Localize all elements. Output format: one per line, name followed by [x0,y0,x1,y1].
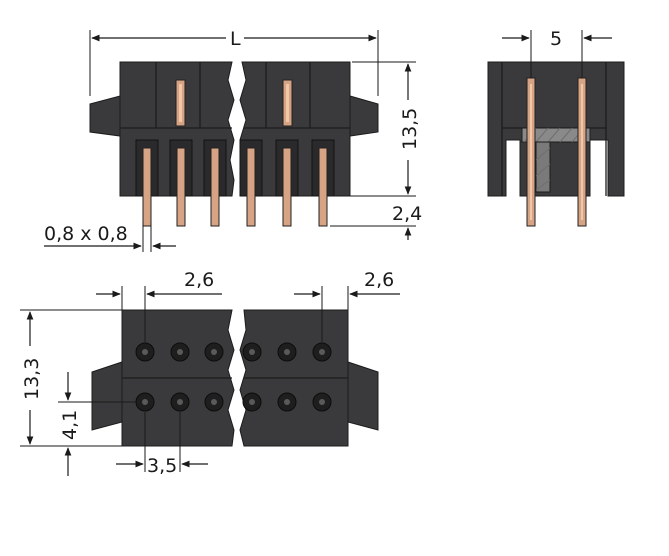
dim-row-pitch: 3,5 [147,455,177,477]
lower-pins [135,139,335,227]
front-latch-left [89,95,121,137]
hole-row-lower [135,392,332,412]
pin-lower-6 [311,139,335,227]
top-view: 2,6 2,6 13,3 4,1 3,5 [20,269,400,477]
pin-lower-1 [135,139,159,227]
dim-pin-section: 0,8 x 0,8 [44,223,128,245]
dim-row-height: 4,1 [59,410,81,440]
front-latch-right [349,95,379,137]
top-latch-left [91,361,123,431]
dim-height-top: 13,5 [399,108,421,150]
side-view: 5 [487,28,625,227]
dim-pitch-left: 2,6 [184,269,214,291]
front-view: L 13,5 2,4 0,8 x 0,8 [44,28,422,252]
hole-row-upper [135,342,332,362]
dim-height-bottom: 13,3 [21,358,43,400]
pin-lower-2 [169,139,193,227]
pin-lower-3 [203,139,227,227]
dim-pin-offset: 2,4 [392,203,422,225]
pin-lower-5 [275,139,299,227]
dim-length: L [230,28,241,50]
dim-pitch-right: 2,6 [364,269,394,291]
pin-lower-4 [239,139,263,227]
top-latch-right [347,361,379,431]
dim-side-width: 5 [550,28,562,50]
